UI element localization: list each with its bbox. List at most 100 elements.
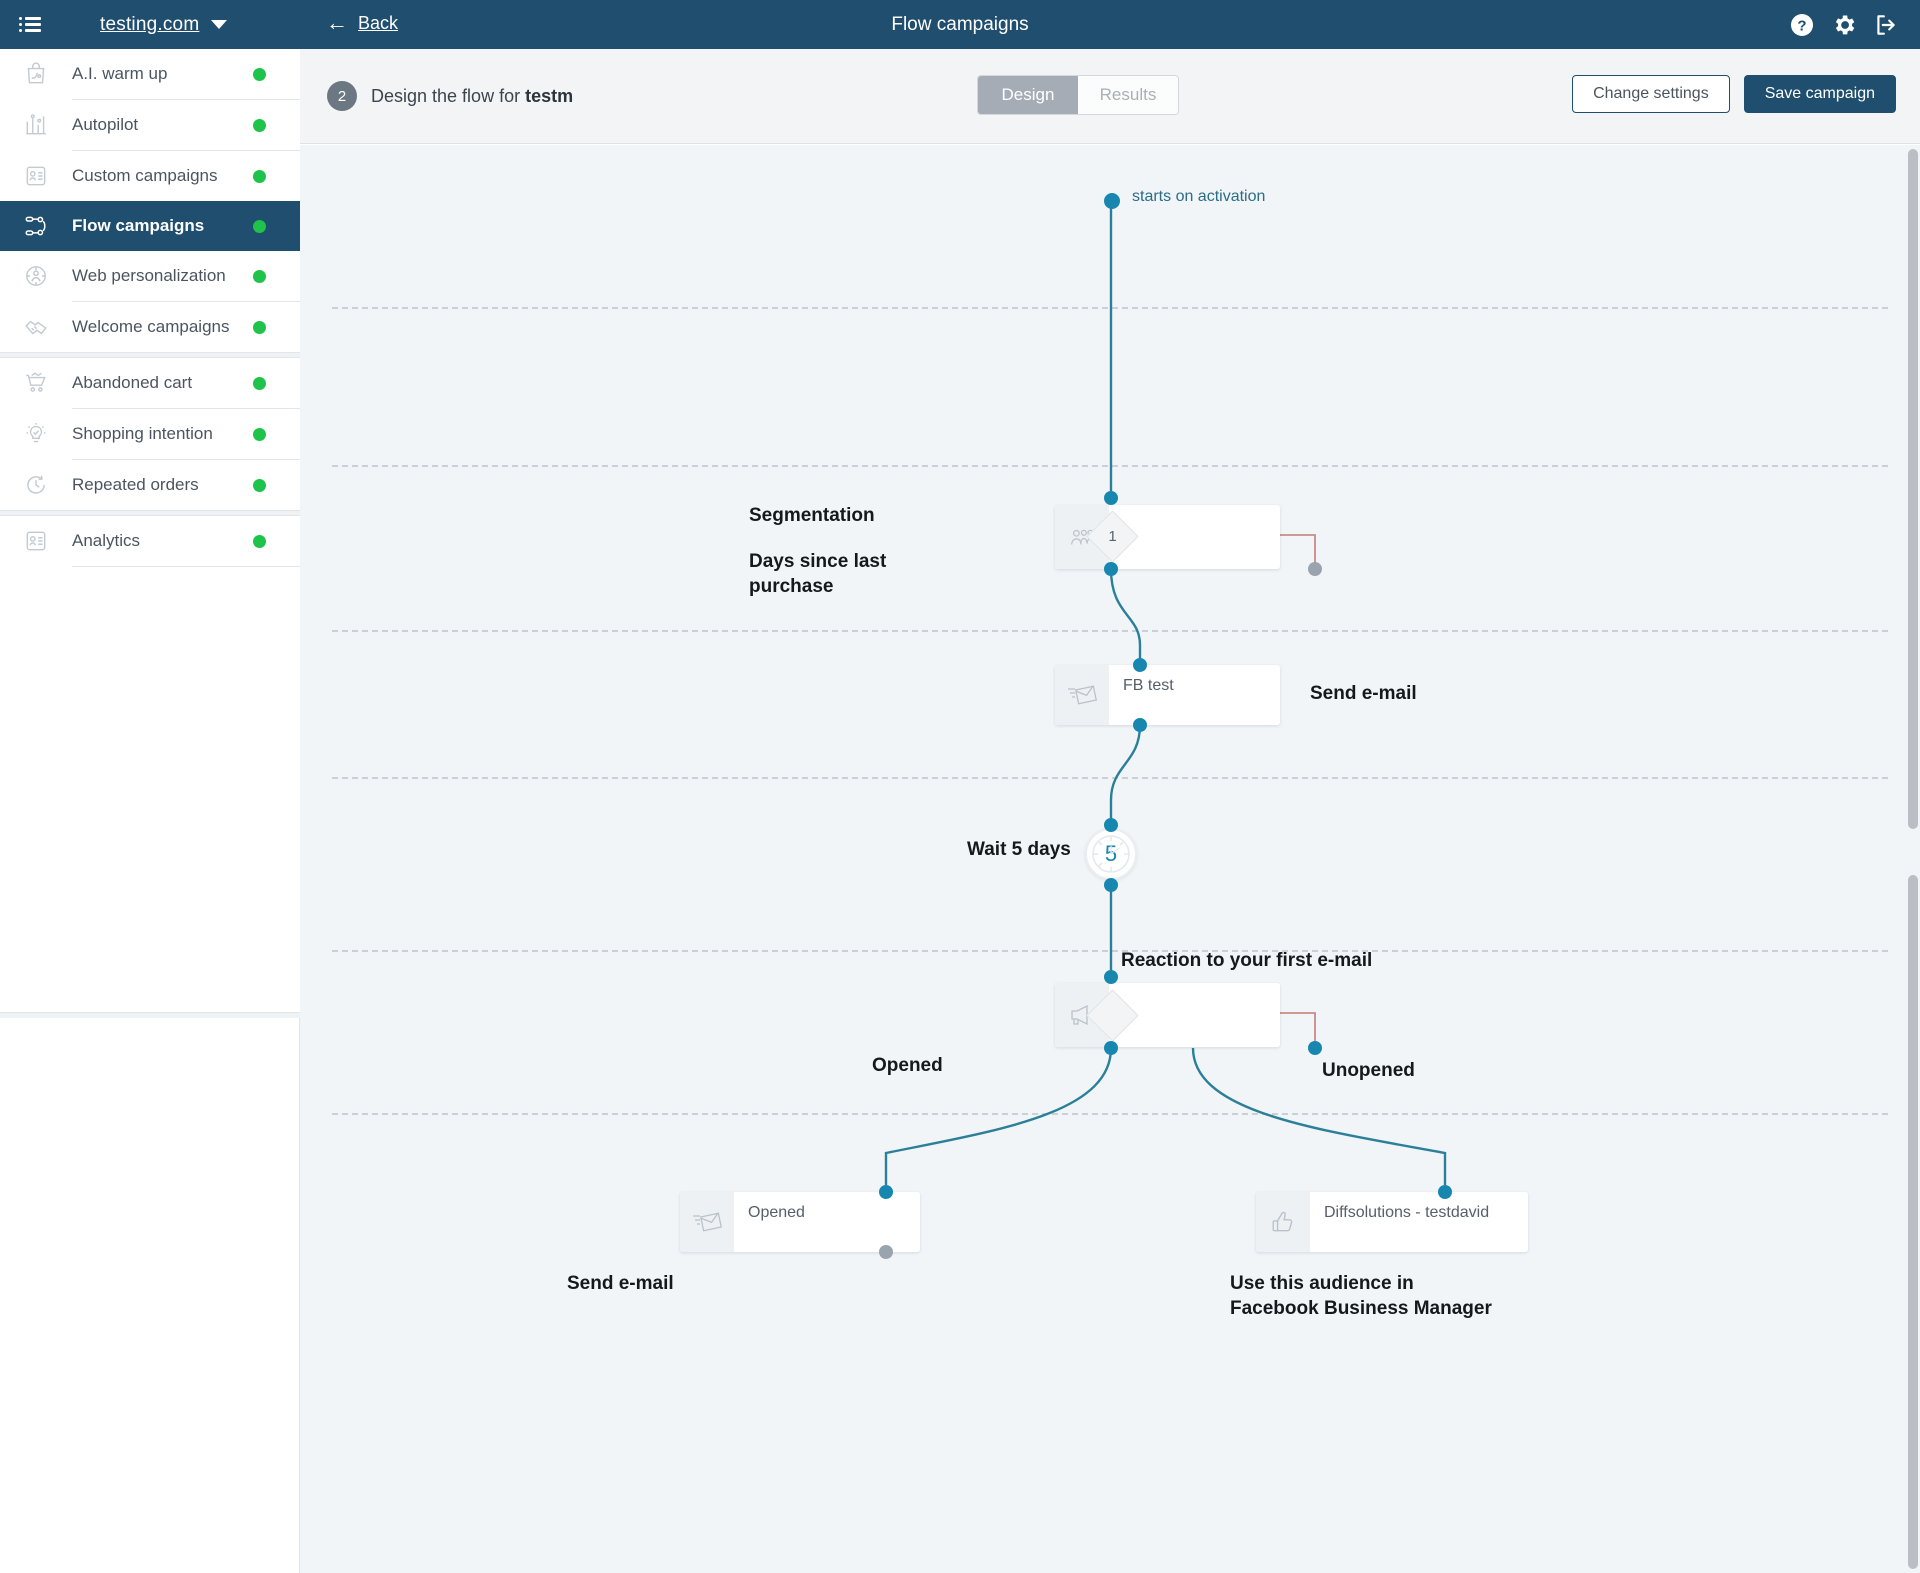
port-in-send-email-2[interactable]: [879, 1185, 893, 1199]
flow-node-facebook-audience[interactable]: Diffsolutions - testdavid: [1256, 1192, 1528, 1252]
node-title-segmentation: Segmentation: [749, 505, 875, 526]
port-out-send-email-2[interactable]: [879, 1245, 893, 1259]
person-target-icon: [0, 263, 72, 289]
status-dot: [253, 169, 266, 183]
sidebar-item-label: Custom campaigns: [72, 166, 218, 185]
sidebar-item-label: Autopilot: [72, 115, 139, 134]
topbar-icon-group: ?: [1788, 0, 1900, 49]
back-button[interactable]: ← Back: [326, 12, 398, 34]
port-in-segmentation[interactable]: [1104, 491, 1118, 505]
sidebar-item-label: Shopping intention: [72, 424, 213, 443]
status-dot: [253, 67, 266, 81]
gear-icon[interactable]: [1830, 11, 1858, 39]
brand-name: testing.com: [100, 13, 200, 35]
sidebar-item-label: A.I. warm up: [72, 64, 168, 83]
help-circle-icon[interactable]: ?: [1788, 11, 1816, 39]
lane-divider: [332, 1113, 1888, 1115]
sidebar-item-ai-warm-up[interactable]: A.I. warm up: [0, 49, 300, 99]
step-number-badge: 2: [327, 81, 357, 111]
handshake-icon: [0, 314, 72, 340]
hamburger-list-icon[interactable]: [0, 0, 60, 49]
sidebar-item-autopilot[interactable]: Autopilot: [0, 100, 300, 150]
sidebar-item-label: Abandoned cart: [72, 373, 193, 392]
flow-start-label: starts on activation: [1132, 188, 1266, 205]
flow-connectors: [884, 200, 1447, 1185]
port-in-send-email-1[interactable]: [1133, 658, 1147, 672]
node-title-send-email-1: Send e-mail: [1310, 683, 1417, 704]
chevron-down-icon: [211, 20, 228, 29]
port-out-segmentation[interactable]: [1104, 562, 1118, 576]
step-label: Design the flow for testm: [371, 86, 573, 107]
sub-header: 2 Design the flow for testm Design Resul…: [300, 49, 1920, 144]
flow-node-send-email-2[interactable]: Opened: [680, 1192, 920, 1252]
sidebar-item-shopping-intention[interactable]: Shopping intention: [0, 409, 300, 459]
clock-refresh-icon: [0, 472, 72, 498]
port-in-wait[interactable]: [1104, 818, 1118, 832]
flow-canvas[interactable]: starts on activation Segmentation Days s…: [300, 145, 1920, 1573]
back-label: Back: [358, 12, 399, 33]
tab-design[interactable]: Design: [978, 76, 1078, 114]
status-dot: [253, 269, 266, 283]
flow-node-value: FB test: [1123, 677, 1174, 694]
branch-label-unopened: Unopened: [1322, 1060, 1415, 1081]
sidebar-item-custom-campaigns[interactable]: Custom campaigns: [0, 151, 300, 201]
arrow-left-icon: ←: [326, 10, 348, 35]
status-dot: [253, 478, 266, 492]
scrollbar-thumb-top[interactable]: [1908, 149, 1918, 829]
step-indicator: 2 Design the flow for testm: [327, 81, 573, 111]
clipboard-contact-icon: [0, 528, 72, 554]
sidebar-item-welcome-campaigns[interactable]: Welcome campaigns: [0, 302, 300, 352]
shopping-cart-icon: [0, 370, 72, 396]
divider: [72, 99, 300, 100]
divider: [72, 301, 300, 302]
node-title-send-email-2: Send e-mail: [567, 1273, 674, 1294]
divider: [72, 566, 300, 567]
change-settings-button[interactable]: Change settings: [1572, 75, 1730, 113]
port-branch-segmentation[interactable]: [1308, 562, 1322, 576]
tab-results[interactable]: Results: [1078, 76, 1178, 114]
vertical-scrollbar[interactable]: [1906, 145, 1920, 1573]
branch-number-segmentation: 1: [1108, 528, 1117, 545]
node-title-facebook-audience: Use this audience in Facebook Business M…: [1230, 1273, 1492, 1320]
page-title: Flow campaigns: [891, 13, 1029, 35]
port-out-send-email-1[interactable]: [1133, 718, 1147, 732]
port-out-wait[interactable]: [1104, 878, 1118, 892]
account-switcher[interactable]: testing.com: [100, 13, 228, 36]
top-bar: testing.com ← Back Flow campaigns ?: [0, 0, 1920, 49]
flow-node-body: Diffsolutions - testdavid: [1310, 1192, 1528, 1252]
sidebar-empty-space: [0, 567, 300, 1012]
svg-text:?: ?: [1797, 17, 1806, 34]
sidebar-item-label: Repeated orders: [72, 475, 199, 494]
sidebar-item-label: Web personalization: [72, 266, 226, 285]
logout-icon[interactable]: [1872, 11, 1900, 39]
status-dot: [253, 376, 266, 390]
save-campaign-button[interactable]: Save campaign: [1743, 75, 1896, 113]
lightbulb-check-icon: [0, 421, 72, 447]
port-in-reaction[interactable]: [1104, 970, 1118, 984]
flow-node-body: Opened: [734, 1192, 920, 1252]
sidebar-item-flow-campaigns[interactable]: Flow campaigns: [0, 201, 300, 251]
flow-node-wait[interactable]: 5: [1085, 828, 1137, 880]
flow-node-value: Diffsolutions - testdavid: [1324, 1204, 1490, 1221]
sidebar-item-web-personalization[interactable]: Web personalization: [0, 251, 300, 301]
divider: [72, 459, 300, 460]
sidebar-item-analytics[interactable]: Analytics: [0, 516, 300, 566]
port-out-unopened[interactable]: [1308, 1041, 1322, 1055]
sidebar-item-repeated-orders[interactable]: Repeated orders: [0, 460, 300, 510]
status-dot: [253, 534, 266, 548]
sidebar-item-label: Flow campaigns: [72, 216, 205, 235]
flow-node-send-email-1[interactable]: FB test: [1055, 665, 1280, 725]
port-in-facebook-audience[interactable]: [1438, 1185, 1452, 1199]
thumbs-up-icon: [1256, 1192, 1310, 1252]
flow-nodes-icon: [0, 213, 72, 239]
header-actions: Change settings Save campaign: [1572, 75, 1896, 113]
divider: [72, 408, 300, 409]
flow-start-node[interactable]: [1104, 193, 1120, 209]
scrollbar-thumb-bottom[interactable]: [1908, 875, 1918, 1569]
sidebar-item-abandoned-cart[interactable]: Abandoned cart: [0, 358, 300, 408]
clipboard-contact-icon: [0, 163, 72, 189]
sidebar-list: A.I. warm up Autopilot Custom campaigns: [0, 49, 300, 1018]
status-dot: [253, 118, 266, 132]
sidebar-item-label: Analytics: [72, 531, 141, 550]
port-out-opened[interactable]: [1104, 1041, 1118, 1055]
